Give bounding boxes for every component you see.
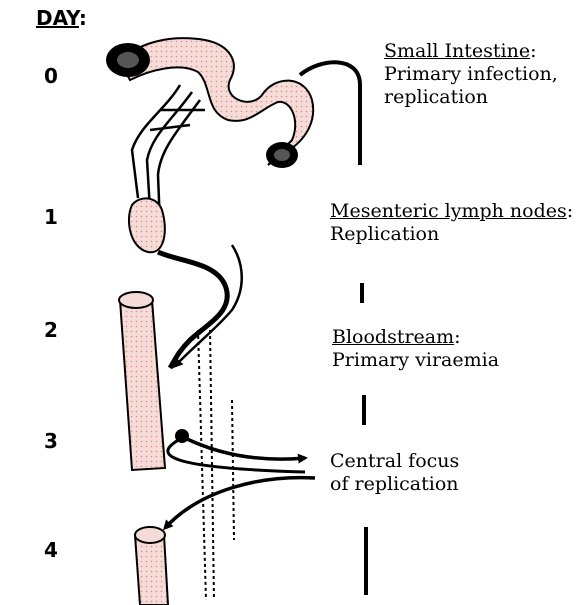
blood-vessel [119, 292, 165, 470]
label-central-focus-line1: Central focus [330, 450, 459, 473]
label-small-intestine-colon: : [530, 40, 536, 62]
label-central-focus: Central focus of replication [330, 450, 459, 496]
lymph-vessel [158, 252, 227, 368]
label-lymph-nodes-line1: Replication [330, 223, 573, 246]
label-small-intestine: Small Intestine: Primary infection, repl… [384, 40, 558, 109]
label-lymph-nodes-heading: Mesenteric lymph nodes [330, 200, 567, 222]
label-central-focus-line2: of replication [330, 473, 459, 496]
label-bloodstream-heading: Bloodstream [332, 326, 454, 348]
lymph-node [129, 198, 165, 252]
label-bloodstream-line1: Primary viraemia [332, 349, 499, 372]
arrow-to-focus [185, 438, 305, 459]
label-lymph-nodes-colon: : [567, 200, 573, 222]
label-small-intestine-line2: replication [384, 86, 558, 109]
target-organ-vessel [135, 527, 168, 605]
label-bloodstream-colon: : [454, 326, 460, 348]
label-bloodstream: Bloodstream: Primary viraemia [332, 326, 499, 372]
label-lymph-nodes: Mesenteric lymph nodes: Replication [330, 200, 573, 246]
arrow-from-focus [165, 478, 315, 528]
label-small-intestine-heading: Small Intestine [384, 40, 530, 62]
small-intestine [106, 38, 313, 168]
label-small-intestine-line1: Primary infection, [384, 63, 558, 86]
